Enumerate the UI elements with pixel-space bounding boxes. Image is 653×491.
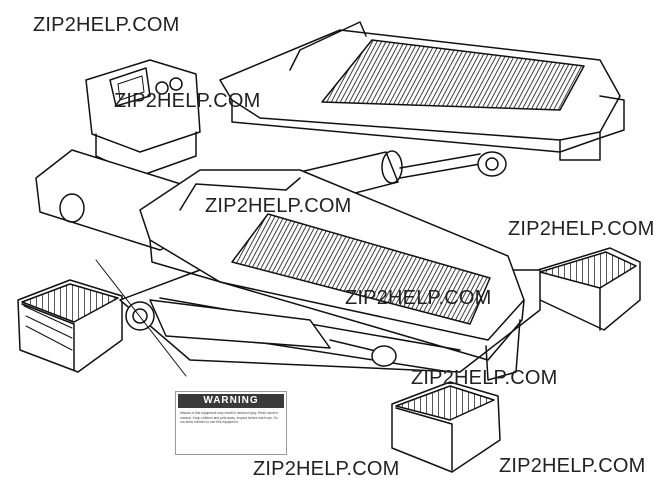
front-right-foot-pad [391, 381, 501, 473]
watermark: ZIP2HELP.COM [411, 367, 558, 389]
warning-label-body: Misuse of this equipment may result in s… [180, 411, 279, 425]
warning-label: WARNING Misuse of this equipment may res… [175, 391, 287, 455]
watermark: ZIP2HELP.COM [508, 218, 653, 240]
watermark: ZIP2HELP.COM [345, 287, 492, 309]
rear-pedal [219, 21, 625, 161]
watermark: ZIP2HELP.COM [205, 195, 352, 217]
label-pointer-line [95, 259, 187, 377]
lower-hydraulic-cylinder [125, 299, 397, 367]
rear-right-foot-pad [537, 247, 641, 331]
watermark: ZIP2HELP.COM [499, 455, 646, 477]
warning-label-title: WARNING [178, 394, 284, 408]
console [85, 59, 201, 177]
front-pedal [139, 169, 525, 381]
watermark: ZIP2HELP.COM [114, 90, 261, 112]
front-left-foot-pad [17, 279, 123, 373]
watermark: ZIP2HELP.COM [33, 14, 180, 36]
watermark: ZIP2HELP.COM [253, 458, 400, 480]
